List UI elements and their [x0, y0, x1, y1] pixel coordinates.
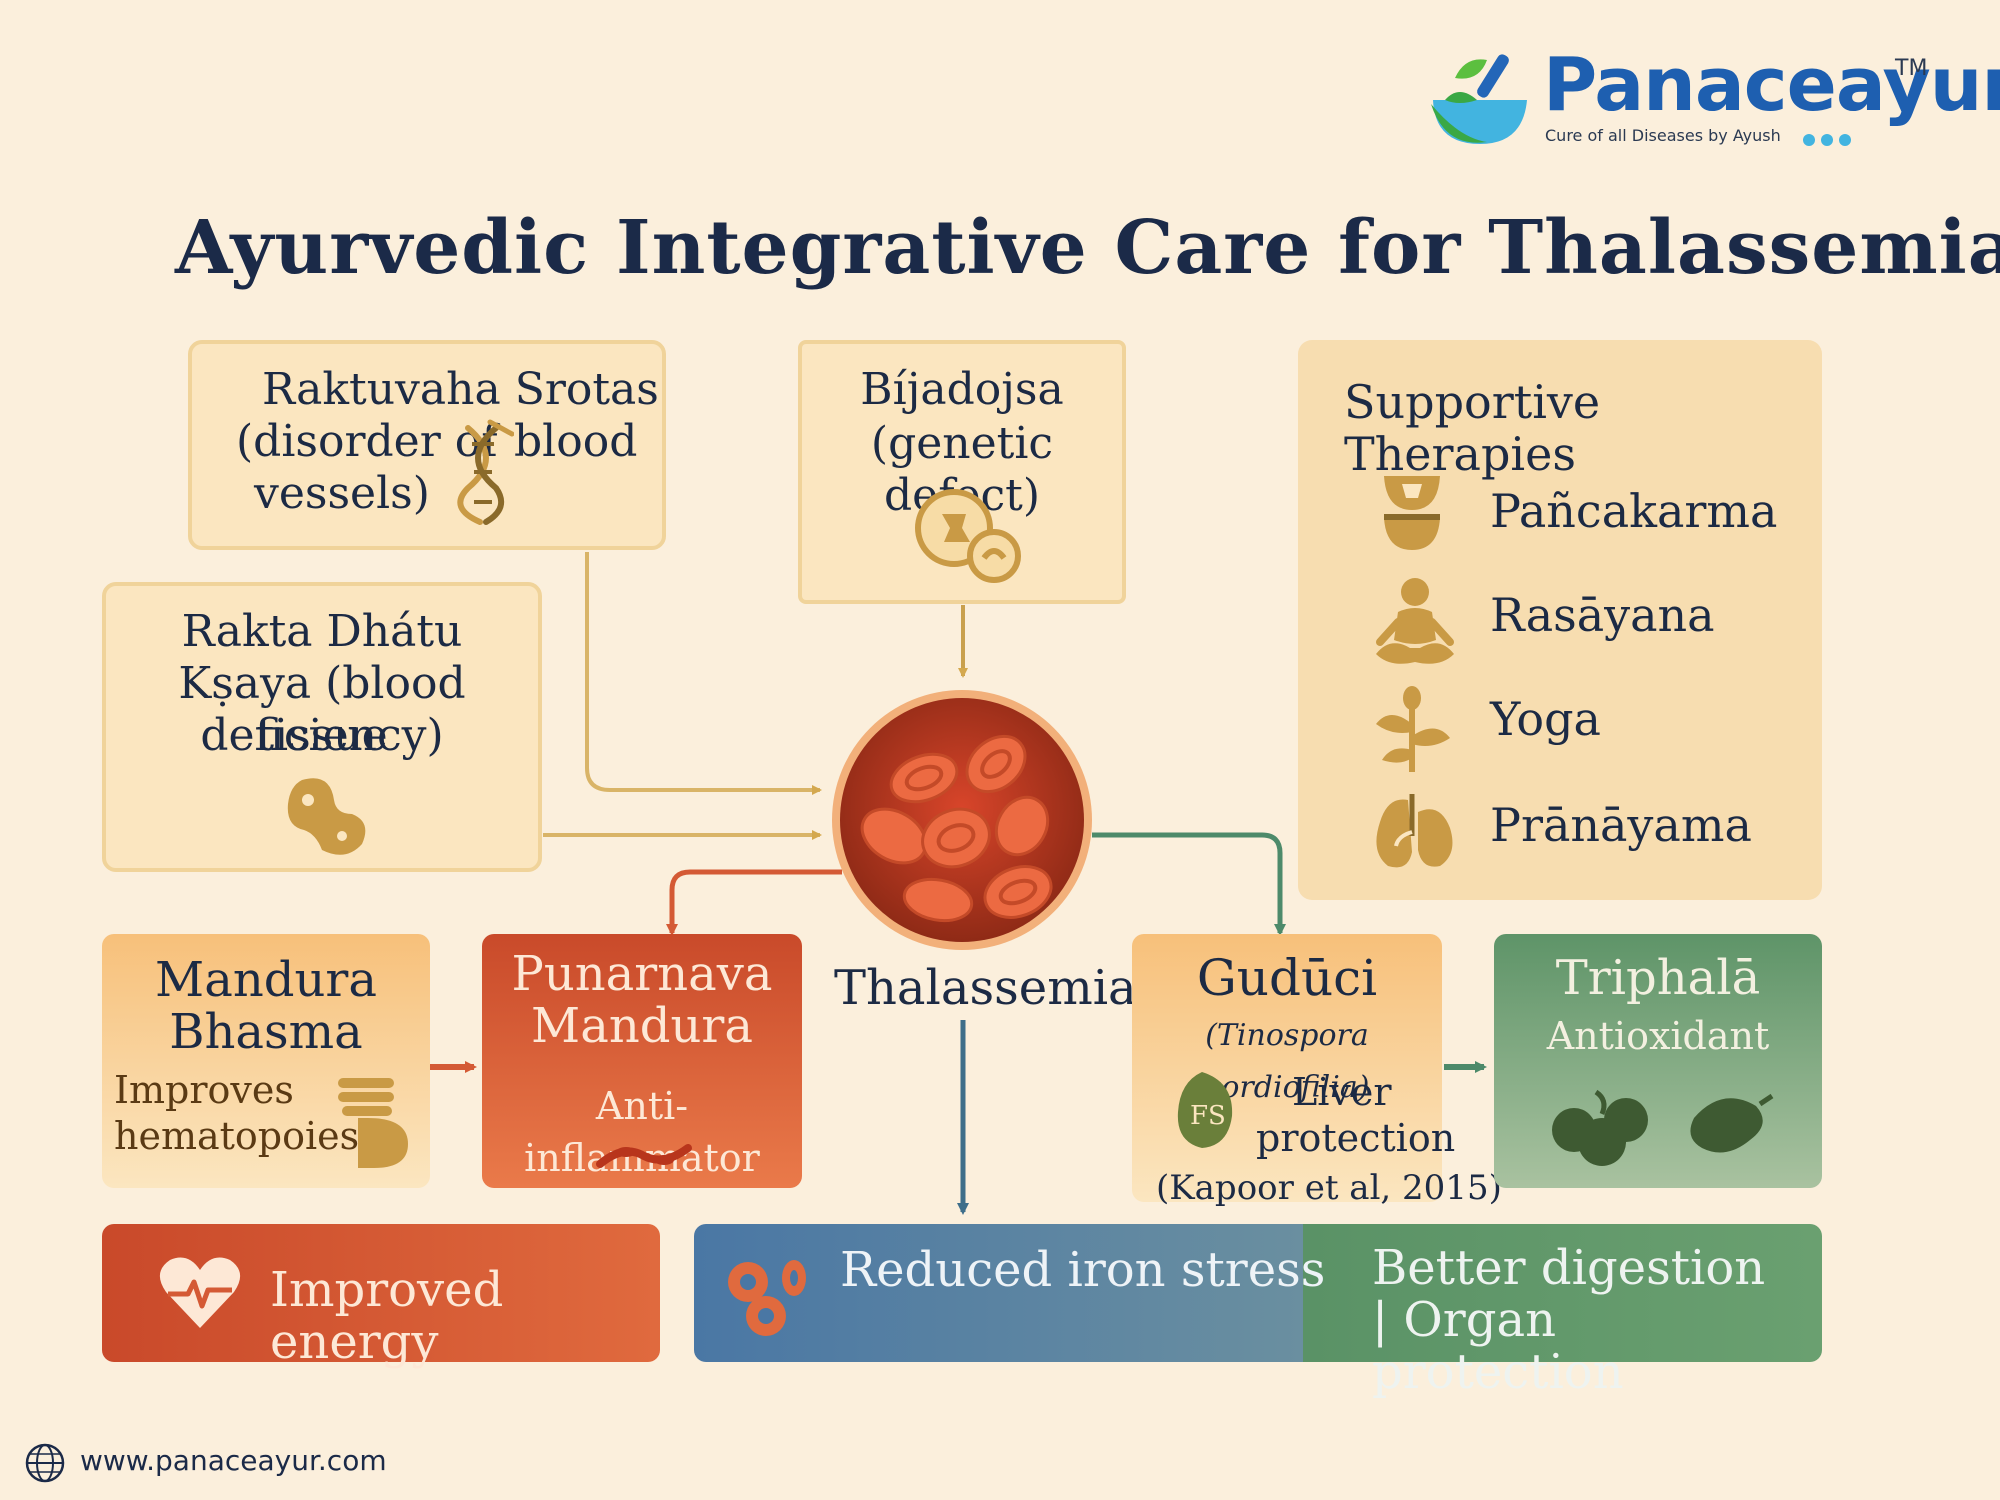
page-title: Ayurvedic Integrative Care for Thalassem… — [175, 205, 2000, 291]
triphala-name: Triphalā — [1555, 950, 1761, 1006]
meditation-icon — [1376, 578, 1454, 664]
punarnava-name2: Mandura — [531, 998, 753, 1054]
cell-icon — [915, 489, 1021, 583]
thalassemia-blood-cells-circle — [832, 690, 1092, 950]
outcome-energy: Improved energy — [102, 1224, 660, 1368]
raktuvaha-line2b: blood — [514, 416, 638, 467]
treatment-punarnava-mandura: Punarnava Mandura Anti-inflammator — [482, 934, 802, 1188]
fruit-icon — [1552, 1089, 1774, 1166]
cause-rakta-box: Rakta Dhátu Kṣaya (blood tissue deficien… — [102, 582, 542, 872]
therapy-yoga: Yoga — [1490, 692, 1601, 746]
guduci-citation: (Kapoor et al, 2015) — [1156, 1168, 1502, 1208]
raktuvaha-line2a: (disorder of — [236, 416, 498, 467]
raktuvaha-line1: Raktuvaha Srotas — [262, 364, 659, 415]
globe-icon — [25, 1443, 65, 1483]
guduci-desc2: protection — [1256, 1116, 1456, 1160]
dots-icon — [1803, 134, 1851, 146]
leaf-icon: FS — [1177, 1072, 1233, 1148]
outcome-iron-digestion: Reduced iron stress Better digestion | O… — [694, 1224, 1822, 1398]
rakta-line3: deficiency) — [200, 710, 444, 761]
outcome-iron-label: Reduced iron stress — [840, 1242, 1326, 1298]
heart-pulse-icon — [159, 1257, 241, 1328]
supportive-heading: Supportive Therapies — [1344, 375, 1601, 481]
therapy-rasayana: Rasāyana — [1490, 588, 1715, 642]
mandura-name2: Bhasma — [169, 1004, 363, 1060]
therapy-pranayama: Prānāyama — [1490, 798, 1752, 852]
brand-name: Panaceayur — [1543, 42, 2000, 128]
outcome-digestion-line2: | Organ protection — [1372, 1292, 1624, 1400]
therapy-pancakarma: Pañcakarma — [1490, 484, 1778, 538]
blood-cells-icon — [728, 1260, 806, 1336]
bijadosa-line2: (genetic defect) — [870, 418, 1054, 521]
dna-icon — [457, 419, 514, 525]
website-link[interactable]: www.panaceayur.com — [80, 1444, 387, 1477]
punarnava-name1: Punarnava — [511, 946, 773, 1002]
raktuvaha-line3: vessels) — [254, 468, 430, 519]
bowl-icon — [1384, 476, 1440, 550]
center-label: Thalassemia — [834, 960, 1137, 1016]
supportive-therapies-panel: Supportive Therapies Pañcakarma Rasāyana… — [1298, 340, 1822, 900]
arrow-center-to-guduci — [1092, 832, 1286, 936]
twig-icon — [596, 1144, 692, 1168]
bijadosa-line1: Bíjadojsa — [860, 364, 1064, 415]
kidney-bean-icon — [287, 778, 366, 855]
mandura-name1: Mandura — [155, 952, 377, 1008]
treatment-triphala: Triphalā Antioxidant — [1494, 934, 1822, 1188]
mortar-icon — [1431, 54, 1527, 144]
guduci-desc1: Liver — [1292, 1070, 1392, 1114]
svg-text:FS: FS — [1190, 1101, 1226, 1131]
mandura-desc1: Improves — [114, 1068, 294, 1112]
brand-trademark: TM — [1895, 56, 1928, 81]
arrow-center-to-punarnava — [666, 869, 842, 936]
guduci-name: Gudūci — [1196, 949, 1378, 1007]
cause-raktuvaha-box: Raktuvaha Srotas (disorder of blood vess… — [188, 340, 666, 550]
brand-logo[interactable]: Panaceayur TM Cure of all Diseases by Ay… — [1425, 42, 2000, 158]
cause-bijadosa-box: Bíjadojsa (genetic defect) — [798, 340, 1126, 604]
rakta-line2: Kṣaya (blood tissue — [178, 658, 466, 761]
lung-icon — [1376, 794, 1453, 868]
triphala-desc: Antioxidant — [1546, 1014, 1770, 1058]
arrow-raktuvaha-to-center — [585, 552, 822, 795]
mandura-desc2: hematopoiesis — [114, 1114, 391, 1158]
rakta-line1: Rakta Dhátu — [181, 606, 463, 657]
treatment-guduci: Gudūci (Tinospora cordiofilia) FS Liver … — [1132, 934, 1502, 1208]
outcome-energy-label: Improved energy — [270, 1262, 504, 1370]
jar-icon — [338, 1078, 408, 1168]
brand-tagline: Cure of all Diseases by Ayush — [1545, 126, 1781, 145]
guduci-latin: (Tinospora cordiofilia) — [1204, 1018, 1370, 1105]
treatment-mandura-bhasma: Mandura Bhasma Improves hematopoiesis — [102, 934, 430, 1188]
outcome-digestion-line1: Better digestion — [1372, 1240, 1766, 1296]
herb-icon — [1376, 686, 1450, 772]
